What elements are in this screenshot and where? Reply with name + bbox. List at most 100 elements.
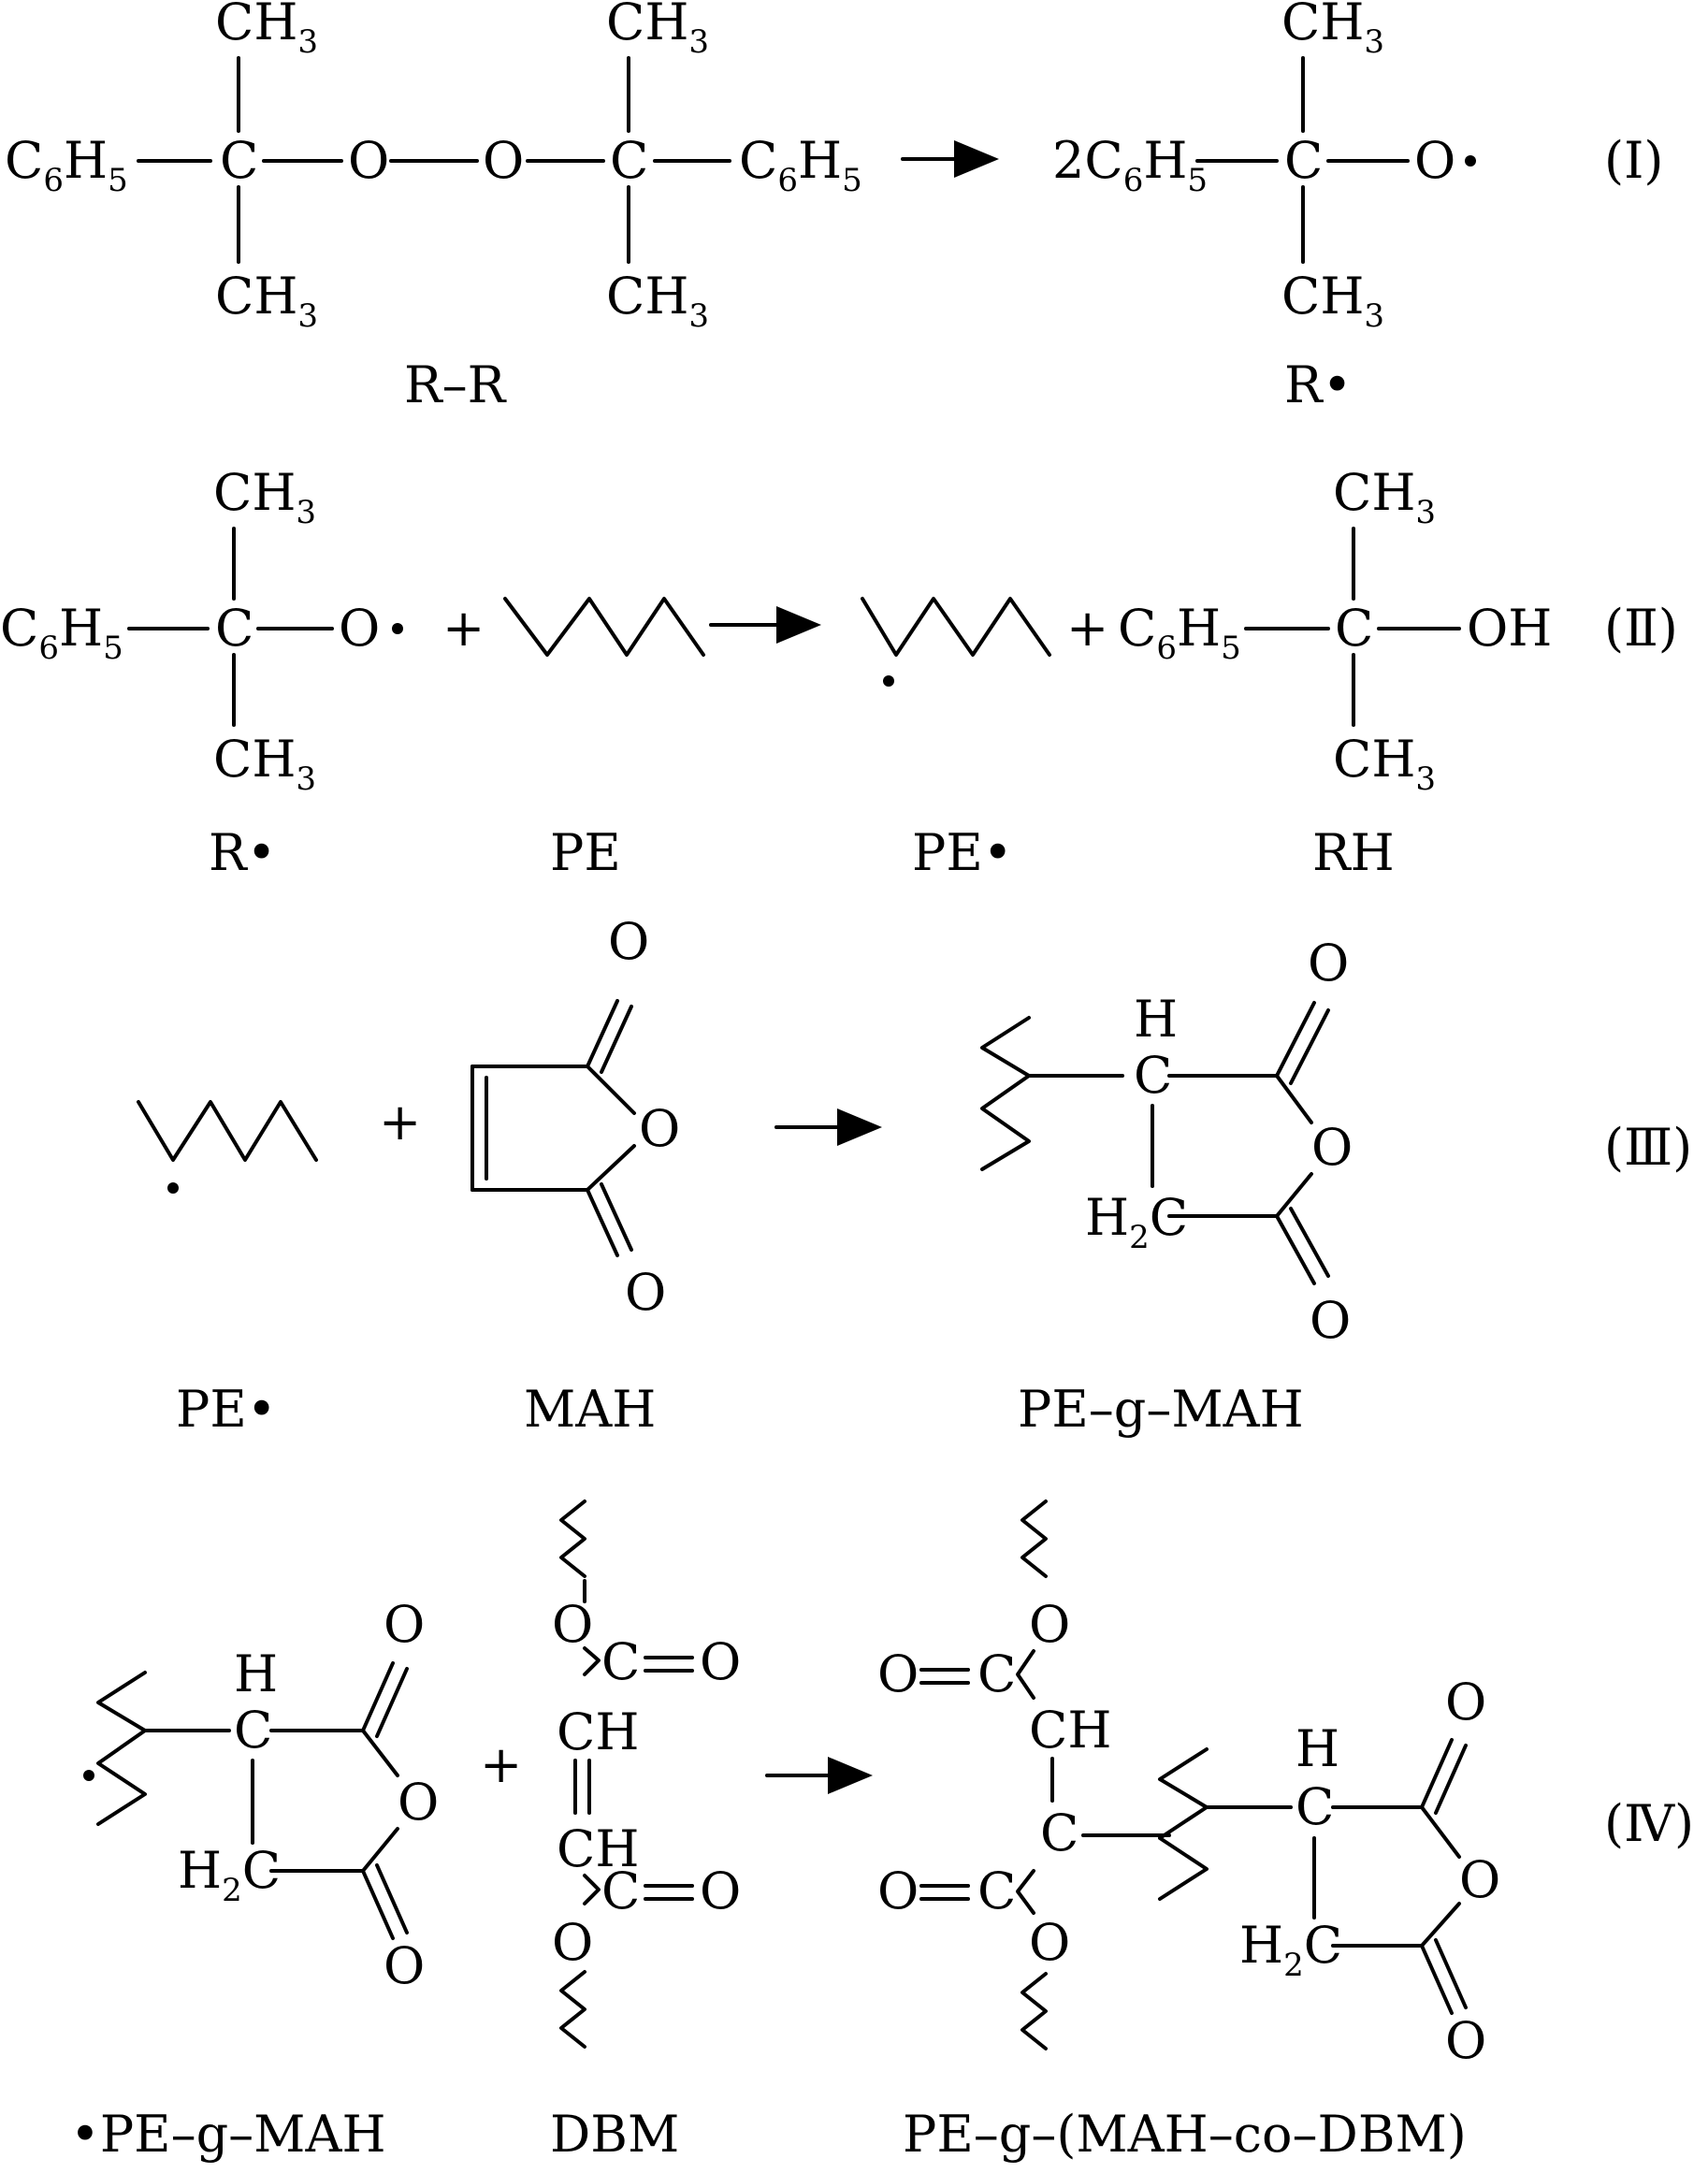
maleic-anhydride: O O O [470, 912, 680, 1322]
oxygen-atom: O [1445, 1673, 1486, 1731]
oxygen-atom: O [348, 131, 389, 190]
double-bond [600, 1005, 633, 1074]
bond [586, 1065, 636, 1115]
alkyl-chain [559, 1970, 586, 2049]
alkyl-chain [559, 1499, 586, 1578]
phenyl-group: C6H5 [0, 599, 123, 667]
oxygen-atom: O [398, 1773, 439, 1832]
species-label: PE–g–MAH [1018, 1380, 1304, 1439]
oxygen-atom: O [1029, 1595, 1070, 1654]
plus-sign: + [480, 1735, 522, 1794]
bond [1420, 1944, 1454, 2015]
methine-group: CH [557, 1819, 639, 1878]
polyethylene-chain [503, 597, 705, 657]
phenyl-group: C6H5 [5, 131, 128, 199]
species-label: PE• [176, 1380, 277, 1439]
carbon-atom: C [1335, 599, 1373, 658]
bond [586, 1144, 636, 1192]
methyl-group: CH3 [213, 730, 316, 798]
plus-sign: + [1066, 599, 1108, 658]
methyl-group: CH3 [213, 463, 316, 531]
methyl-group: CH3 [1333, 730, 1436, 798]
radical-dot [167, 1182, 179, 1194]
oxygen-atom: O [877, 1862, 919, 1920]
reaction-3: PE• + O O O MAH C H H2C [137, 912, 1692, 1439]
radical-dot [392, 623, 403, 634]
methyl-group: CH3 [1281, 0, 1384, 61]
carbon-atom: C [977, 1862, 1016, 1920]
bond [1016, 1869, 1035, 1915]
reaction-number: (Ⅲ) [1604, 1118, 1692, 1177]
oxygen-atom: O [552, 1913, 593, 1972]
oxygen-atom: O [1311, 1118, 1353, 1177]
oxygen-atom: O [339, 599, 380, 658]
species-label: R–R [404, 355, 507, 414]
oxygen-atom: O [639, 1099, 680, 1158]
bond [361, 1729, 399, 1777]
double-bond [1434, 1938, 1468, 2009]
double-bond [375, 1863, 409, 1934]
radical-dot [1465, 155, 1476, 167]
hydrogen-atom: H [1134, 990, 1178, 1049]
oxygen-atom: O [700, 1632, 741, 1691]
polyethylene-chain [96, 1671, 147, 1826]
species-label: PE [550, 823, 621, 882]
reaction-number: (Ⅱ) [1604, 599, 1678, 658]
carbon-atom: C [220, 131, 258, 190]
oxygen-atom: O [1445, 2011, 1486, 2070]
plus-sign: + [442, 599, 485, 658]
bond [1420, 1738, 1454, 1809]
bond [583, 1874, 601, 1905]
bond [361, 1827, 399, 1873]
methyl-group: CH3 [215, 267, 318, 335]
species-label: PE–g–(MAH–co–DBM) [903, 2105, 1467, 2164]
oxygen-atom: O [384, 1936, 425, 1995]
copolymer-graft-product: O O C CH C O C O C H H2C [877, 1499, 1500, 2070]
bond [586, 999, 619, 1068]
oxygen-atom: O [1029, 1913, 1070, 1972]
oxygen-atom: O [700, 1862, 741, 1920]
carbon-atom: C [234, 1701, 272, 1760]
bond [361, 1661, 395, 1732]
carbon-atom: C [1284, 131, 1323, 190]
plus-sign: + [379, 1093, 421, 1152]
grafted-product: C H H2C O O O [980, 934, 1353, 1350]
carbon-atom: C [215, 599, 253, 658]
oxygen-atom: O [625, 1263, 666, 1322]
phenyl-group: C6H5 [739, 131, 862, 199]
oxygen-atom: O [1459, 1850, 1500, 1909]
radical-dot [83, 1770, 94, 1781]
bond [1420, 1902, 1461, 1948]
oxygen-atom: O [608, 912, 649, 971]
bond [361, 1869, 395, 1940]
oxygen-atom: O [483, 131, 524, 190]
methylene-group: H2C [1239, 1916, 1342, 1984]
hydroxyl-group: OH [1467, 599, 1552, 658]
methyl-group: CH3 [606, 0, 709, 61]
double-bond [1289, 1207, 1330, 1278]
double-bond [600, 1182, 633, 1252]
bond [1275, 1074, 1313, 1124]
methylene-group: H2C [1085, 1188, 1188, 1256]
methyl-group: CH3 [1333, 463, 1436, 531]
hydrogen-atom: H [234, 1644, 278, 1703]
reaction-number: (Ⅳ) [1604, 1794, 1694, 1853]
bond [1275, 1172, 1313, 1218]
carbon-atom: C [610, 131, 648, 190]
oxygen-atom: O [552, 1595, 593, 1654]
polyethylene-chain [1158, 1747, 1209, 1901]
carbon-atom: C [601, 1862, 640, 1920]
oxygen-atom: O [877, 1644, 919, 1703]
oxygen-atom: O [1308, 934, 1349, 992]
alkyl-chain [1020, 1972, 1048, 2050]
oxygen-atom: O [1310, 1291, 1351, 1350]
polyethylene-chain [980, 1016, 1031, 1171]
bond [1016, 1649, 1035, 1700]
species-label: RH [1312, 823, 1395, 882]
phenyl-group: C6H5 [1118, 599, 1241, 667]
species-label: DBM [550, 2105, 679, 2164]
dibutyl-maleate: O C O CH CH C O O [552, 1499, 741, 2049]
methine-group: CH [1029, 1701, 1111, 1760]
double-bond [375, 1667, 409, 1738]
